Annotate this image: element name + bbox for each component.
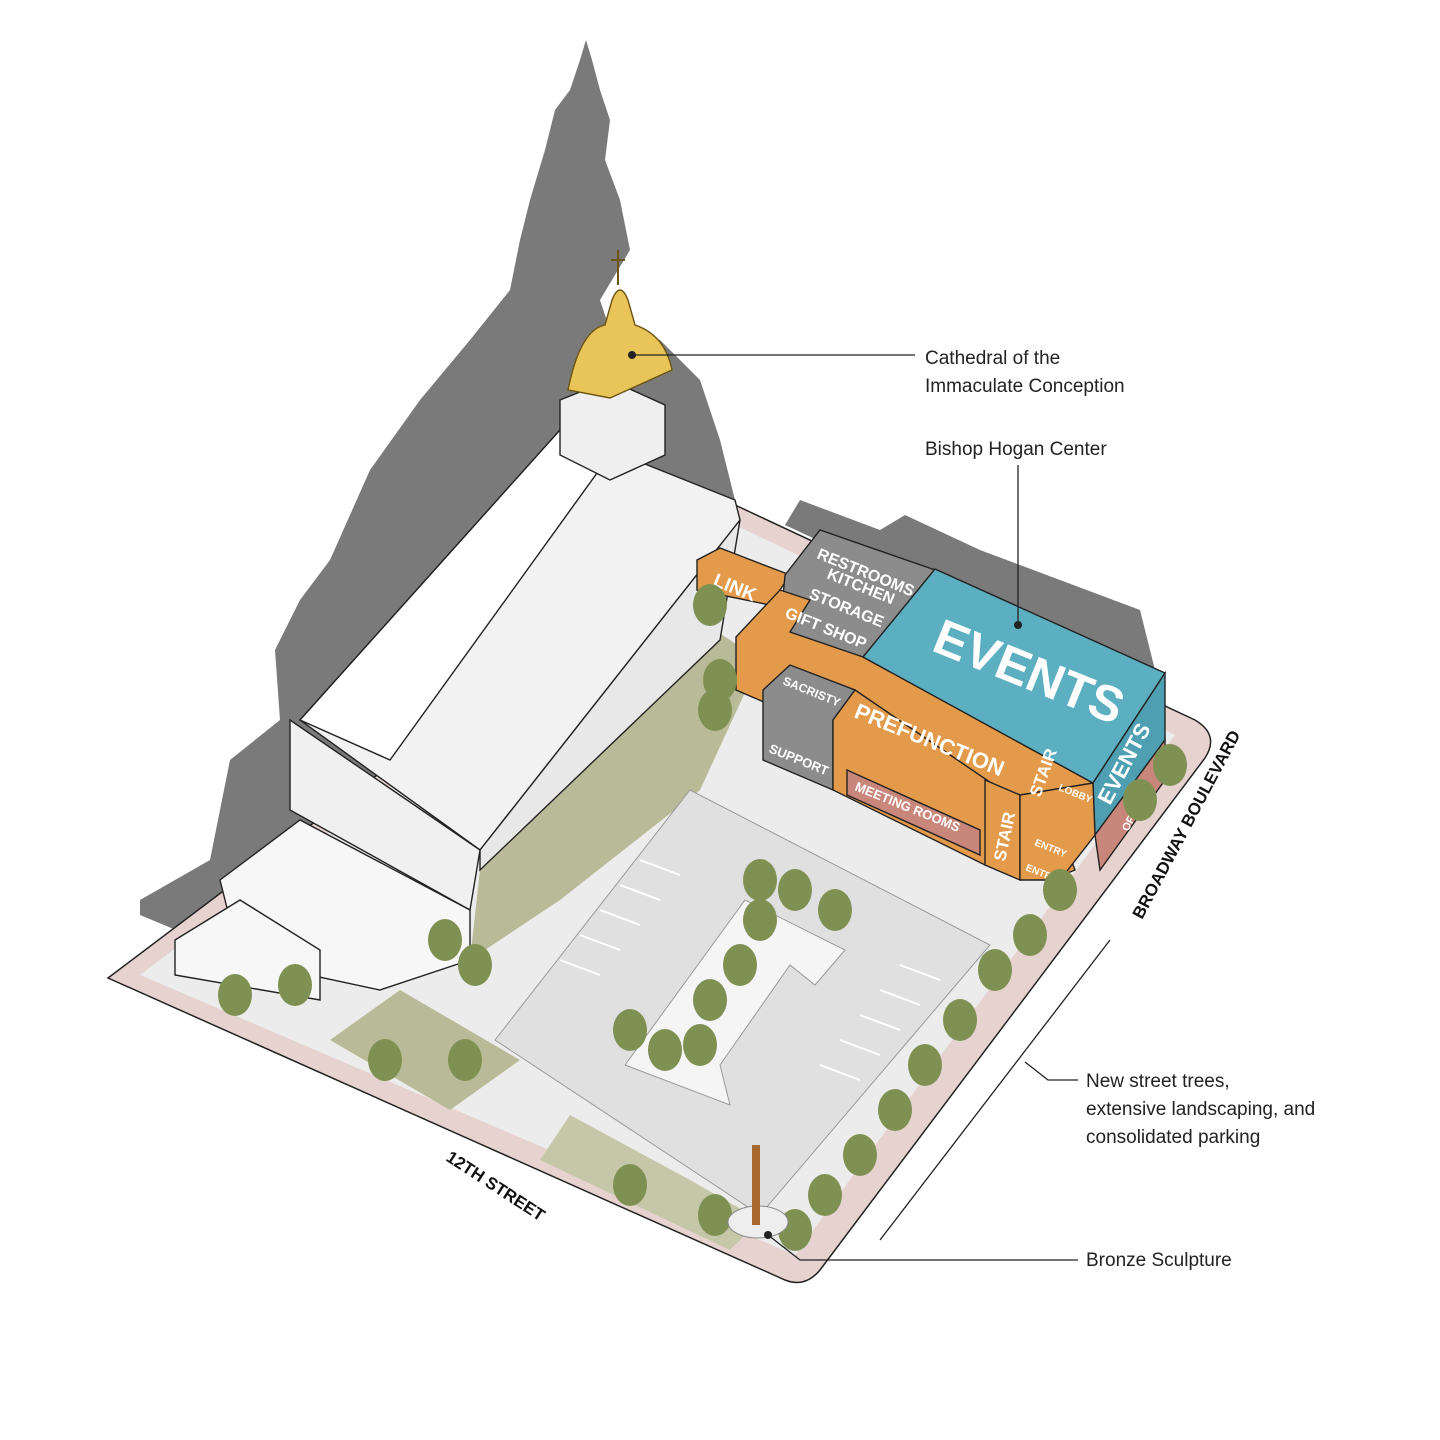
cathedral	[174, 250, 741, 1001]
parking-stripes	[559, 859, 941, 1081]
callout-landscape-3: consolidated parking	[1086, 1127, 1260, 1148]
tree	[278, 964, 312, 1006]
callout-landscape-2: extensive landscaping, and	[1086, 1099, 1315, 1120]
sculpture-dot	[764, 1231, 772, 1239]
cathedral-shadow	[140, 40, 735, 940]
tree	[818, 889, 852, 931]
callout-sculpture: Bronze Sculpture	[1086, 1250, 1232, 1271]
tree	[458, 944, 492, 986]
bronze-sculpture	[727, 1145, 789, 1239]
tree	[778, 869, 812, 911]
tree	[428, 919, 462, 961]
tree	[698, 1194, 732, 1236]
tree	[1153, 744, 1187, 786]
tree	[1123, 779, 1157, 821]
tree	[448, 1039, 482, 1081]
cathedral-dot	[628, 351, 636, 359]
tree	[368, 1039, 402, 1081]
tree	[723, 944, 757, 986]
tree	[613, 1164, 647, 1206]
tree	[743, 899, 777, 941]
tree	[1013, 914, 1047, 956]
entry-face	[1019, 782, 1096, 881]
callout-cathedral-2: Immaculate Conception	[925, 376, 1125, 397]
tree	[648, 1029, 682, 1071]
tree	[843, 1134, 877, 1176]
tree	[683, 1024, 717, 1066]
meeting-rooms-face	[846, 768, 981, 857]
hogan-dot	[1014, 621, 1022, 629]
tree	[808, 1174, 842, 1216]
lawn-south	[330, 990, 520, 1110]
tree	[943, 999, 977, 1041]
lawn	[470, 620, 760, 960]
street-trees	[218, 584, 1187, 1251]
tree	[698, 689, 732, 731]
tree	[908, 1044, 942, 1086]
tree	[613, 1009, 647, 1051]
tree	[693, 979, 727, 1021]
tree	[878, 1089, 912, 1131]
callout-cathedral-1: Cathedral of the	[925, 348, 1060, 369]
callout-landscape-1: New street trees,	[1086, 1071, 1230, 1092]
tree	[218, 974, 252, 1016]
tree	[693, 584, 727, 626]
leader-lines	[632, 354, 1111, 1261]
tree	[978, 949, 1012, 991]
gold-dome	[567, 289, 673, 399]
tree	[1043, 869, 1077, 911]
tree	[743, 859, 777, 901]
callout-bishop-hogan: Bishop Hogan Center	[925, 439, 1107, 460]
